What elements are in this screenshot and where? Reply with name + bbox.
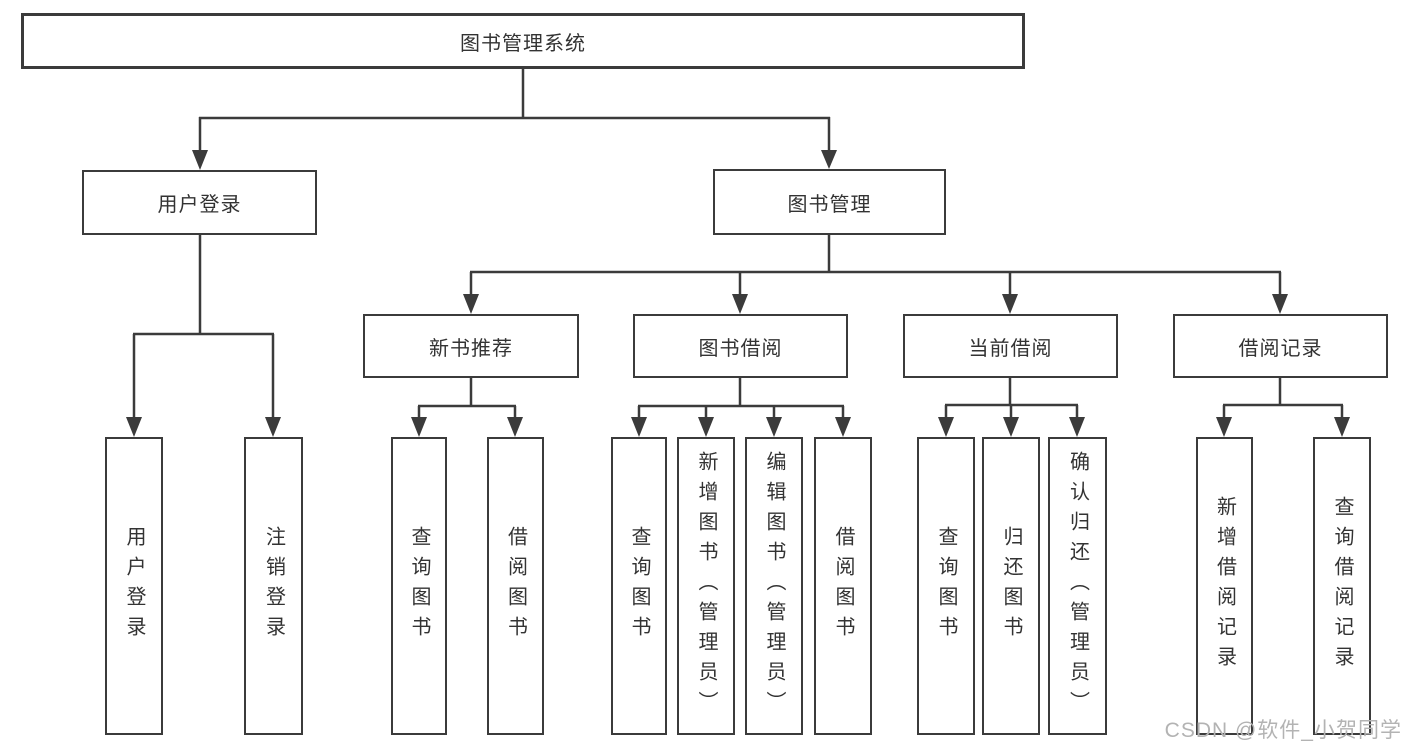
node-br-add-record: 新增借阅记录: [1196, 437, 1253, 735]
node-cb-query-books: 查询图书: [917, 437, 975, 735]
node-label: 查询图书: [408, 526, 430, 646]
node-label: 借阅记录: [1238, 337, 1323, 360]
node-cb-confirm-return: 确认归还（管理员）: [1048, 437, 1107, 735]
arrowhead: [265, 417, 281, 437]
node-label: 图书管理系统: [460, 32, 586, 55]
node-root: 图书管理系统: [21, 13, 1025, 69]
node-label: 编辑图书（管理员）: [763, 451, 785, 721]
arrowhead: [835, 417, 851, 437]
node-user-login: 用户登录: [82, 170, 317, 235]
arrowhead: [463, 294, 479, 314]
node-label: 注销登录: [262, 526, 285, 646]
node-label: 新增图书（管理员）: [695, 451, 717, 721]
node-current-borrowing: 当前借阅: [903, 314, 1118, 378]
edge-new-book: [417, 378, 517, 419]
edge-root: [198, 68, 831, 152]
node-cb-return-books: 归还图书: [982, 437, 1040, 735]
edge-book-borrowing: [637, 378, 845, 419]
node-borrowing-records: 借阅记录: [1173, 314, 1388, 378]
node-bb-borrow-books: 借阅图书: [814, 437, 872, 735]
node-book-borrowing: 图书借阅: [633, 314, 848, 378]
arrowhead: [938, 417, 954, 437]
node-label: 用户登录: [123, 526, 145, 646]
node-label: 新书推荐: [429, 337, 513, 360]
edge-book-management: [469, 234, 1282, 296]
node-label: 新增借阅记录: [1213, 496, 1236, 676]
arrowhead: [821, 150, 837, 169]
node-label: 图书借阅: [698, 337, 783, 360]
node-label: 图书管理: [787, 193, 872, 216]
arrowhead: [411, 417, 427, 437]
node-label: 查询借阅记录: [1331, 496, 1353, 676]
arrowhead: [766, 417, 782, 437]
node-label: 查询图书: [935, 526, 957, 646]
arrowhead: [126, 417, 142, 437]
node-book-management: 图书管理: [713, 169, 946, 235]
node-label: 确认归还（管理员）: [1066, 451, 1089, 721]
node-label: 用户登录: [157, 194, 242, 216]
edge-user-login: [132, 234, 275, 419]
arrowhead: [698, 417, 714, 437]
node-label: 借阅图书: [832, 526, 854, 646]
node-label: 借阅图书: [504, 526, 527, 646]
arrowhead: [192, 150, 208, 170]
node-bb-query-books: 查询图书: [611, 437, 667, 735]
node-label: 当前借阅: [968, 337, 1053, 360]
edge-borrowing-records: [1222, 378, 1344, 419]
arrowhead: [732, 294, 748, 314]
edge-current-borrowing: [944, 378, 1079, 419]
arrowhead: [1002, 294, 1018, 314]
arrowhead: [631, 417, 647, 437]
node-ul-logout: 注销登录: [244, 437, 303, 735]
watermark: CSDN @软件_小贺同学: [1164, 719, 1402, 742]
arrowhead: [1272, 294, 1288, 314]
arrowhead: [1003, 417, 1019, 437]
node-bb-add-books: 新增图书（管理员）: [677, 437, 735, 735]
arrowhead: [507, 417, 523, 437]
node-bb-edit-books: 编辑图书（管理员）: [745, 437, 803, 735]
node-label: 查询图书: [628, 526, 650, 646]
node-ul-user-login: 用户登录: [105, 437, 163, 735]
node-nb-query-books: 查询图书: [391, 437, 447, 735]
node-label: 归还图书: [1000, 526, 1022, 646]
node-nb-borrow-books: 借阅图书: [487, 437, 544, 735]
arrowhead: [1334, 417, 1350, 437]
node-new-book-recommend: 新书推荐: [363, 314, 579, 378]
arrowhead: [1216, 417, 1232, 437]
arrowhead: [1069, 417, 1085, 437]
node-br-query-record: 查询借阅记录: [1313, 437, 1371, 735]
